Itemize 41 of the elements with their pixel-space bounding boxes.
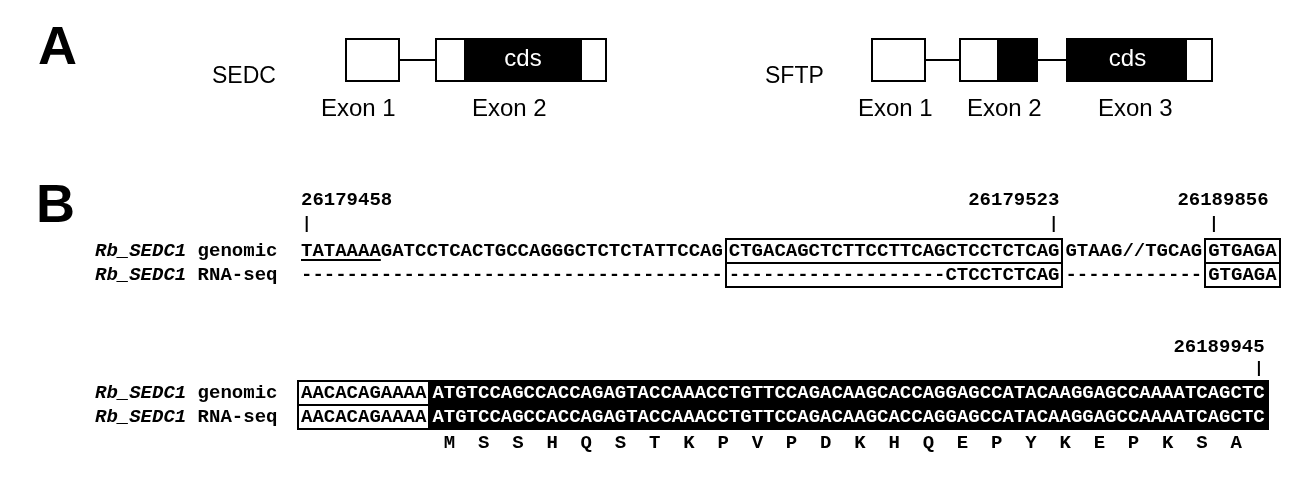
alignment-gap: ------------: [1065, 264, 1203, 286]
aligned-sequence: AACACAGAAAA: [301, 406, 427, 428]
panel-letter: B: [36, 176, 75, 230]
intron-line: [1037, 59, 1067, 61]
exon-label: Exon 1: [858, 94, 933, 122]
dna-sequence: GTAAG//TGCAG: [1065, 240, 1203, 262]
region-label: cds: [503, 44, 543, 72]
genomic-position: 26179458: [301, 189, 393, 211]
dna-sequence: AACACAGAAAA: [301, 382, 427, 404]
exon-box: [959, 38, 1038, 82]
gene-name: SFTP: [765, 61, 824, 89]
genomic-position: 26179523: [968, 189, 1060, 211]
region-label: cds: [1107, 44, 1148, 72]
sequence-name: Rb_SEDC1 genomic: [95, 240, 278, 262]
aligned-sequence: -------------------CTCCTCTCAG: [728, 264, 1060, 286]
gene-name: SEDC: [212, 61, 276, 89]
exon-box: [871, 38, 926, 82]
panel-letter: A: [38, 18, 77, 72]
intron-line: [399, 59, 436, 61]
alignment-gap: -------------------------------------: [301, 264, 723, 286]
sequence-name: Rb_SEDC1 RNA-seq: [95, 264, 278, 286]
exon-box: [1066, 38, 1213, 82]
aligned-sequence: ATGTCCAGCCACCAGAGTACCAAACCTGTTCCAGACAAGCACCAGGAGCCATACAAGGAGCCAAAATCAGCTC: [432, 406, 1265, 428]
exon-label: Exon 3: [1098, 94, 1173, 122]
genomic-position: 26189856: [1177, 189, 1269, 211]
sequence-name: Rb_SEDC1 RNA-seq: [95, 406, 278, 428]
sequence-name: Rb_SEDC1 genomic: [95, 382, 278, 404]
dna-sequence: TATAAAA: [301, 240, 381, 262]
exon-box: [435, 38, 607, 82]
exon-label: Exon 1: [321, 94, 396, 122]
intron-line: [925, 59, 960, 61]
dna-sequence: ATGTCCAGCCACCAGAGTACCAAACCTGTTCCAGACAAGCACCAGGAGCCATACAAGGAGCCAAAATCAGCTC: [432, 382, 1265, 404]
genomic-position: 26189945: [1173, 336, 1265, 358]
amino-acid-sequence: M S S H Q S T K P V P D K H Q E P Y K E P K S A: [443, 432, 1242, 454]
aligned-sequence: GTGAGA: [1208, 264, 1277, 286]
exon-label: Exon 2: [472, 94, 547, 122]
exon-box: [345, 38, 400, 82]
dna-sequence: CTGACAGCTCTTCCTTCAGCTCCTCTCAG: [728, 240, 1060, 262]
dna-sequence: GATCCTCACTGCCAGGGCTCTCTATTCCAG: [380, 240, 723, 262]
exon-label: Exon 2: [967, 94, 1042, 122]
dna-sequence: GTGAGA: [1208, 240, 1277, 262]
